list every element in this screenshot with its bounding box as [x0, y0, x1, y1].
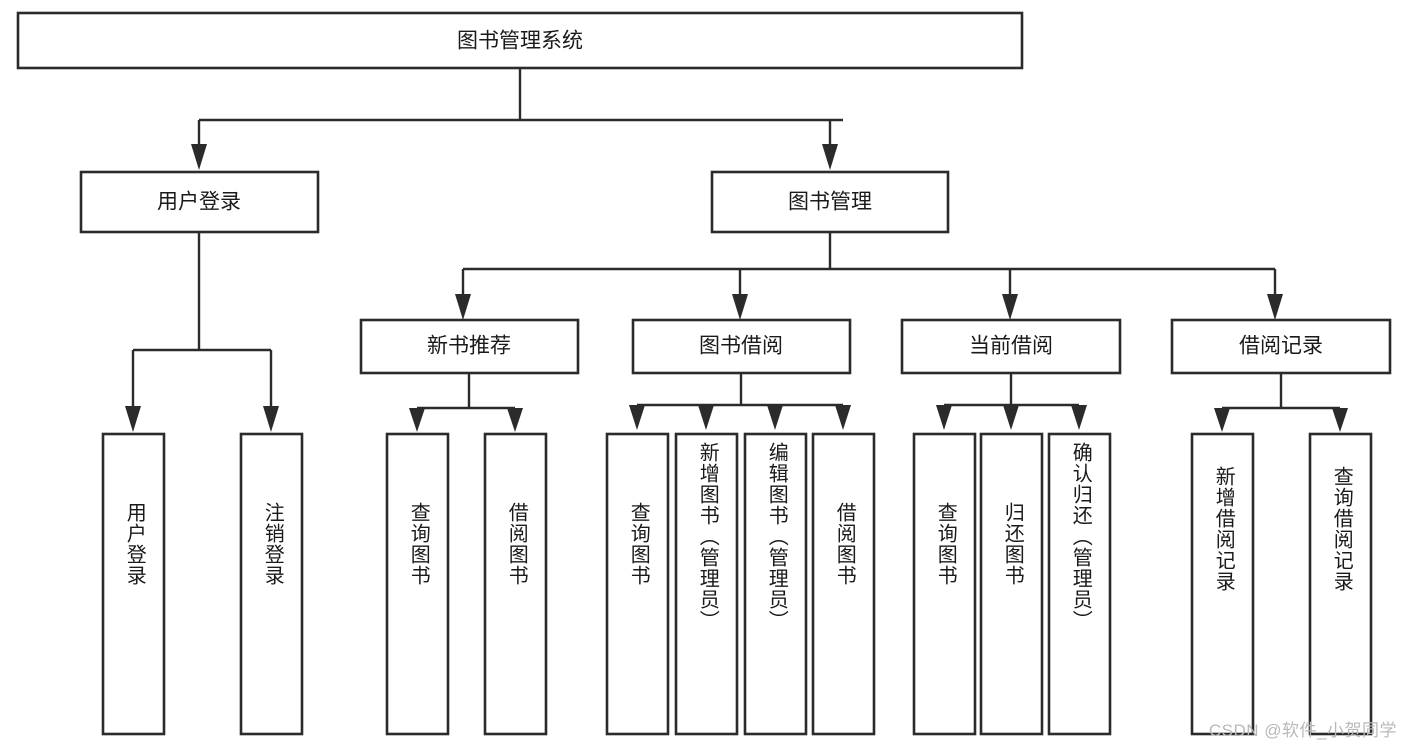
arrow-leaf-edit-book — [767, 405, 783, 430]
connector-book-borrow-leaves — [629, 373, 851, 430]
connector-borrow-record-leaves — [1214, 373, 1348, 432]
leaf-box-query-record[interactable] — [1308, 432, 1373, 736]
user-login-label: 用户登录 — [157, 191, 241, 214]
leaf-box-query-book-3[interactable] — [912, 432, 977, 736]
leaf-box-add-book[interactable] — [674, 432, 739, 736]
new-book-recommend-label: 新书推荐 — [427, 335, 511, 358]
root-label: 图书管理系统 — [457, 30, 583, 53]
arrow-book-borrow — [732, 294, 748, 320]
leaf-box-borrow-book-2[interactable] — [811, 432, 876, 736]
new-book-recommend-box[interactable] — [359, 318, 580, 375]
borrow-record-label: 借阅记录 — [1239, 335, 1323, 358]
arrow-leaf-confirm-return — [1071, 405, 1087, 430]
arrow-leaf-user-login — [125, 406, 141, 432]
node-new-book-recommend[interactable]: 新书推荐 — [359, 318, 580, 375]
arrow-leaf-query-book-3 — [936, 405, 952, 430]
leaf-box-edit-book[interactable] — [743, 432, 808, 736]
root-box[interactable] — [16, 11, 1024, 70]
arrow-user-login — [191, 144, 207, 170]
book-manage-label: 图书管理 — [788, 191, 872, 214]
book-borrow-label: 图书借阅 — [699, 335, 783, 358]
leaf-box-query-book-1[interactable] — [385, 432, 450, 736]
node-book-manage[interactable]: 图书管理 — [710, 170, 950, 234]
arrow-borrow-record — [1267, 294, 1283, 320]
connector-root-to-level1 — [191, 68, 843, 170]
leaf-box-add-record[interactable] — [1190, 432, 1255, 736]
book-borrow-box[interactable] — [631, 318, 852, 375]
connector-user-login-leaves — [125, 232, 279, 432]
arrow-leaf-borrow-book-2 — [835, 405, 851, 430]
arrow-leaf-user-logout — [263, 406, 279, 432]
leaf-box-query-book-2[interactable] — [605, 432, 670, 736]
arrow-current-borrow — [1002, 294, 1018, 320]
node-root[interactable]: 图书管理系统 — [16, 11, 1024, 70]
book-manage-box[interactable] — [710, 170, 950, 234]
leaf-box-user-login[interactable] — [101, 432, 166, 736]
csdn-watermark: CSDN @软件_小贺同学 — [1208, 721, 1397, 740]
connector-book-manage-to-level2 — [455, 232, 1283, 320]
node-book-borrow[interactable]: 图书借阅 — [631, 318, 852, 375]
arrow-book-manage — [822, 144, 838, 170]
arrow-leaf-query-record — [1332, 408, 1348, 432]
current-borrow-box[interactable] — [900, 318, 1122, 375]
leaf-box-return-book[interactable] — [979, 432, 1044, 736]
arrow-leaf-add-record — [1214, 408, 1230, 432]
arrow-leaf-return-book — [1003, 405, 1019, 430]
current-borrow-label: 当前借阅 — [969, 335, 1053, 358]
arrow-new-book-recommend — [455, 294, 471, 320]
leaf-box-confirm-return[interactable] — [1047, 432, 1112, 736]
node-user-login[interactable]: 用户登录 — [79, 170, 320, 234]
borrow-record-box[interactable] — [1170, 318, 1392, 375]
arrow-leaf-add-book — [698, 405, 714, 430]
leaf-box-borrow-book-1[interactable] — [483, 432, 548, 736]
node-current-borrow[interactable]: 当前借阅 — [900, 318, 1122, 375]
node-borrow-record[interactable]: 借阅记录 — [1170, 318, 1392, 375]
connector-new-book-recommend-leaves — [409, 373, 523, 432]
arrow-leaf-query-book-2 — [629, 405, 645, 430]
arrow-leaf-borrow-book-1 — [507, 408, 523, 432]
arrow-leaf-query-book-1 — [409, 408, 425, 432]
leaf-box-user-logout[interactable] — [239, 432, 304, 736]
connector-current-borrow-leaves — [936, 373, 1087, 430]
